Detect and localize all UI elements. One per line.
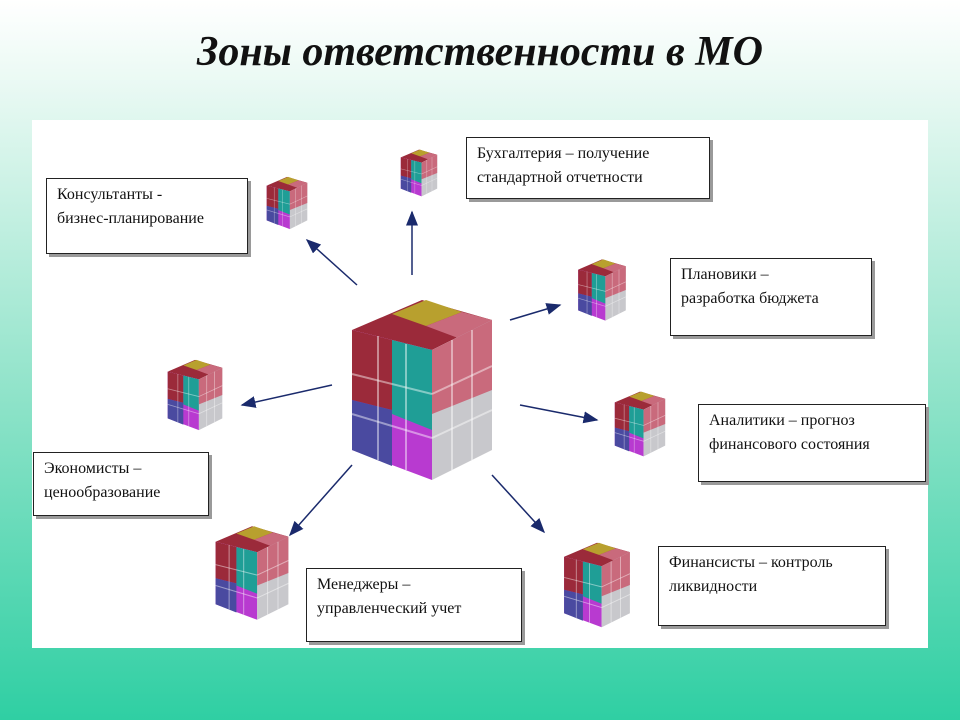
arrow-to-consultants bbox=[305, 238, 358, 286]
diagram-canvas bbox=[167, 149, 666, 628]
diagram-panel: Консультанты - бизнес-планирование Бухга… bbox=[32, 120, 928, 648]
label-accounting: Бухгалтерия – получение стандартной отче… bbox=[466, 137, 710, 199]
central-cube bbox=[350, 298, 494, 482]
cube-accounting bbox=[400, 149, 438, 197]
cube-economists bbox=[167, 359, 223, 431]
arrow-to-planners bbox=[509, 303, 562, 321]
cube-planners bbox=[577, 258, 627, 322]
label-planners: Плановики – разработка бюджета bbox=[670, 258, 872, 336]
label-managers: Менеджеры – управленческий учет bbox=[306, 568, 522, 642]
arrows bbox=[240, 210, 599, 537]
cube-managers bbox=[214, 525, 290, 621]
cube-analysts bbox=[614, 391, 666, 457]
label-consultants: Консультанты - бизнес-планирование bbox=[46, 178, 248, 254]
cube-consultants bbox=[266, 176, 308, 230]
arrow-to-managers bbox=[289, 464, 353, 537]
arrow-to-economists bbox=[240, 384, 333, 408]
arrow-to-financiers bbox=[491, 474, 546, 534]
label-financiers: Финансисты – контроль ликвидности bbox=[658, 546, 886, 626]
cube-financiers bbox=[563, 542, 631, 628]
arrow-to-analysts bbox=[519, 404, 599, 424]
slide-title: Зоны ответственности в МО bbox=[197, 29, 763, 75]
label-economists: Экономисты – ценообразование bbox=[33, 452, 209, 516]
label-analysts: Аналитики – прогноз финансового состояни… bbox=[698, 404, 926, 482]
